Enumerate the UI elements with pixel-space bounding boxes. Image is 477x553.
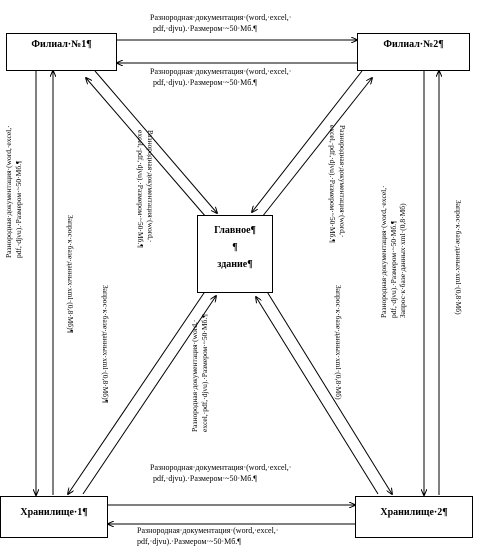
node-main-building-line2: ¶ bbox=[232, 242, 238, 253]
label-diag-upper-right: Разнородная·документация·(word,· excel,·… bbox=[327, 125, 347, 243]
label-diag-upper-left-line2: excel,·pdf,·djvu).·Размером·~50·Мб.¶ bbox=[136, 130, 145, 248]
arrow-s2-to-main bbox=[256, 297, 379, 495]
label-diag-upper-right-line1: Разнородная·документация·(word,· bbox=[338, 125, 347, 238]
label-top-1-line1: Разнородная·документация·(word,·excel,· bbox=[150, 13, 292, 22]
label-bottom-2-line1: Разнородная·документация·(word,·excel,· bbox=[137, 526, 279, 535]
node-storage-2-label: Хранилище·2¶ bbox=[380, 507, 448, 518]
label-top-2: Разнородная·документация·(word,·excel,· … bbox=[150, 66, 291, 88]
label-diag-lower-right-line1: Разнородная·документация·(word,· bbox=[190, 319, 199, 432]
label-right-inner-line3: Запрос·к·базе·данных·xml·(0,8·Мб) bbox=[398, 203, 407, 318]
node-filial-1-label: Филиал·№1¶ bbox=[31, 39, 92, 50]
arrow-s1-to-main bbox=[82, 296, 216, 495]
label-left-outer: Разнородная·документация·(word,·excel,· … bbox=[4, 125, 24, 258]
label-diag-lower-left-text: Запрос·к·базе·данных·xml·(0,8·Мб)¶ bbox=[101, 285, 110, 403]
label-right-inner-query: Запрос·к·базе·данных·xml·(0,8·Мб) bbox=[398, 203, 408, 318]
label-bottom-1-line1: Разнородная·документация·(word,·excel,· bbox=[150, 463, 292, 472]
label-right-outer: Запрос·к·базе·данных·xml·(0,8·Мб) bbox=[453, 200, 463, 315]
node-main-building-line3: здание¶ bbox=[217, 259, 253, 270]
node-filial-2: Филиал·№2¶ bbox=[357, 33, 470, 71]
label-bottom-2: Разнородная·документация·(word,·excel,· … bbox=[137, 525, 278, 547]
label-diag-upper-right-line2: excel,·pdf,·djvu).·Размером·~50·Мб.¶ bbox=[328, 125, 337, 243]
label-diag-lower-left: Запрос·к·базе·данных·xml·(0,8·Мб)¶ bbox=[100, 285, 110, 403]
label-left-outer-line1: Разнородная·документация·(word,·excel,· bbox=[4, 125, 13, 258]
label-bottom-1: Разнородная·документация·(word,·excel,· … bbox=[150, 462, 291, 484]
label-right-outer-text: Запрос·к·базе·данных·xml·(0,8·Мб) bbox=[454, 200, 463, 315]
node-storage-2: Хранилище·2¶ bbox=[355, 496, 473, 538]
label-top-2-line1: Разнородная·документация·(word,·excel,· bbox=[150, 67, 292, 76]
label-left-outer-line2: pdf,·djvu).·Размером·~50·Мб.¶ bbox=[14, 160, 23, 258]
label-left-inner-text: Запрос·к·базе·данных·xml·(0,8·Мб)¶ bbox=[66, 215, 75, 333]
arrow-main-to-f2 bbox=[261, 78, 372, 218]
node-main-building: Главное¶ ¶ здание¶ bbox=[197, 215, 273, 293]
label-left-inner: Запрос·к·базе·данных·xml·(0,8·Мб)¶ bbox=[65, 215, 75, 333]
arrow-main-to-s1 bbox=[68, 289, 207, 494]
label-right-inner-line1: Разнородная·документация·(word,·excel,· bbox=[379, 185, 388, 318]
label-top-1-line2: pdf,·djvu).·Размером·~50·Мб.¶ bbox=[153, 24, 257, 33]
label-diag-upper-right-line3: Запрос·к·базе·данных·xml·(0,8·Мб) bbox=[334, 285, 343, 400]
label-diag-lower-right: Разнородная·документация·(word,· excel,·… bbox=[190, 314, 210, 432]
arrow-f2-to-main bbox=[252, 70, 363, 212]
node-storage-1-label: Хранилище·1¶ bbox=[20, 507, 88, 518]
label-right-inner: Разнородная·документация·(word,·excel,· … bbox=[379, 185, 399, 318]
arrow-main-to-f1 bbox=[86, 78, 207, 218]
label-top-1: Разнородная·документация·(word,·excel,· … bbox=[150, 12, 291, 34]
arrow-f1-to-main bbox=[94, 70, 217, 213]
label-diag-upper-right-query: Запрос·к·базе·данных·xml·(0,8·Мб) bbox=[333, 285, 343, 400]
node-filial-2-label: Филиал·№2¶ bbox=[383, 39, 444, 50]
node-storage-1: Хранилище·1¶ bbox=[0, 496, 108, 538]
label-top-2-line2: pdf,·djvu).·Размером·~50·Мб.¶ bbox=[153, 78, 257, 87]
label-diag-lower-right-line2: excel,·pdf,·djvu).·Размером·~50·Мб.¶ bbox=[200, 314, 209, 432]
label-diag-upper-left: Разнородная·документация·(word,· excel,·… bbox=[135, 130, 155, 248]
label-bottom-2-line2: pdf,·djvu).·Размером·~50·Мб.¶ bbox=[137, 537, 241, 546]
node-main-building-line1: Главное¶ bbox=[214, 225, 256, 236]
node-filial-1: Филиал·№1¶ bbox=[6, 33, 117, 71]
label-diag-upper-left-line1: Разнородная·документация·(word,· bbox=[146, 130, 155, 243]
arrow-main-to-s2 bbox=[265, 289, 392, 494]
label-bottom-1-line2: pdf,·djvu).·Размером·~50·Мб.¶ bbox=[153, 474, 257, 483]
